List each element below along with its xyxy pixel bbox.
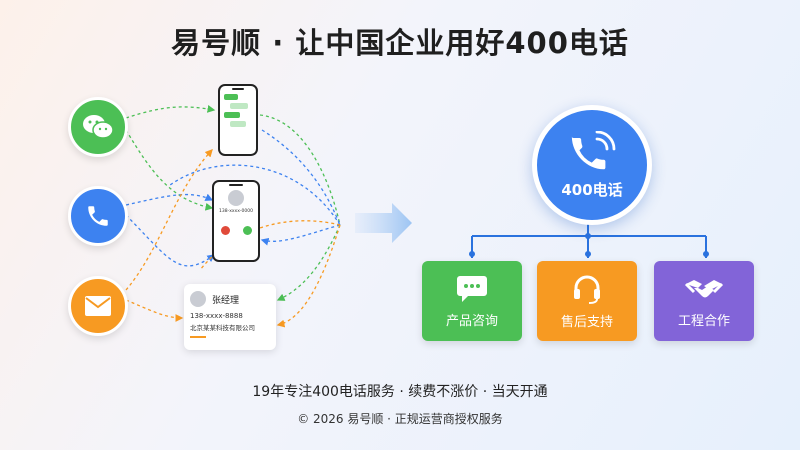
line-blue-low <box>125 214 216 267</box>
phone-chat-mockup <box>218 84 258 156</box>
contact-avatar <box>190 291 206 307</box>
line-phone1-out <box>259 114 341 226</box>
footer-tagline: 19年专注400电话服务 · 续费不涨价 · 当天开通 <box>252 384 548 400</box>
caller-number: 138-xxxx-0000 <box>219 209 253 214</box>
accept-call-icon <box>242 226 252 235</box>
contact-name: 张经理 <box>212 295 240 306</box>
line-blue-top <box>261 129 341 226</box>
page-title: 易号顺 · 让中国企业用好400电话 <box>171 26 629 60</box>
line-wechat-phone1 <box>125 105 216 119</box>
service-card-engineering: 工程合作 <box>654 261 754 341</box>
chat-bubble-icon <box>457 275 487 302</box>
headset-icon <box>574 275 600 304</box>
line-blue-phone2 <box>260 224 341 246</box>
contact-company: 北京某某科技有限公司 <box>190 324 255 332</box>
line-phone-phone2 <box>125 193 214 206</box>
line-mail-card <box>125 299 184 322</box>
phone-signal-icon <box>571 130 616 169</box>
line-wechat-phone2 <box>125 129 214 211</box>
line-orange-card <box>276 224 341 328</box>
handshake-icon <box>684 279 724 297</box>
contact-phone: 138-xxxx-8888 <box>190 312 243 320</box>
phone-icon <box>68 186 128 246</box>
footer-copyright: © 2026 易号顺 · 正规运营商授权服务 <box>297 412 503 426</box>
service-label-consulting: 产品咨询 <box>445 313 498 329</box>
hub-400-circle: 400电话 <box>532 105 652 225</box>
line-green-card <box>276 224 341 301</box>
wechat-icon <box>68 97 128 157</box>
phone-call-mockup: 138-xxxx-0000 <box>212 180 260 262</box>
line-mail-phone1 <box>125 149 213 291</box>
service-label-support: 售后支持 <box>560 314 613 330</box>
line-blue-back <box>169 164 341 226</box>
service-card-support: 售后支持 <box>537 261 637 341</box>
service-label-engineering: 工程合作 <box>677 313 730 329</box>
decline-call-icon <box>220 226 230 235</box>
mail-icon <box>68 276 128 336</box>
caller-avatar <box>228 190 244 206</box>
flow-arrow <box>355 203 412 243</box>
service-card-consulting: 产品咨询 <box>422 261 522 341</box>
contact-card: 张经理 138-xxxx-8888 北京某某科技有限公司 <box>184 284 276 350</box>
hub-label: 400电话 <box>561 180 623 199</box>
